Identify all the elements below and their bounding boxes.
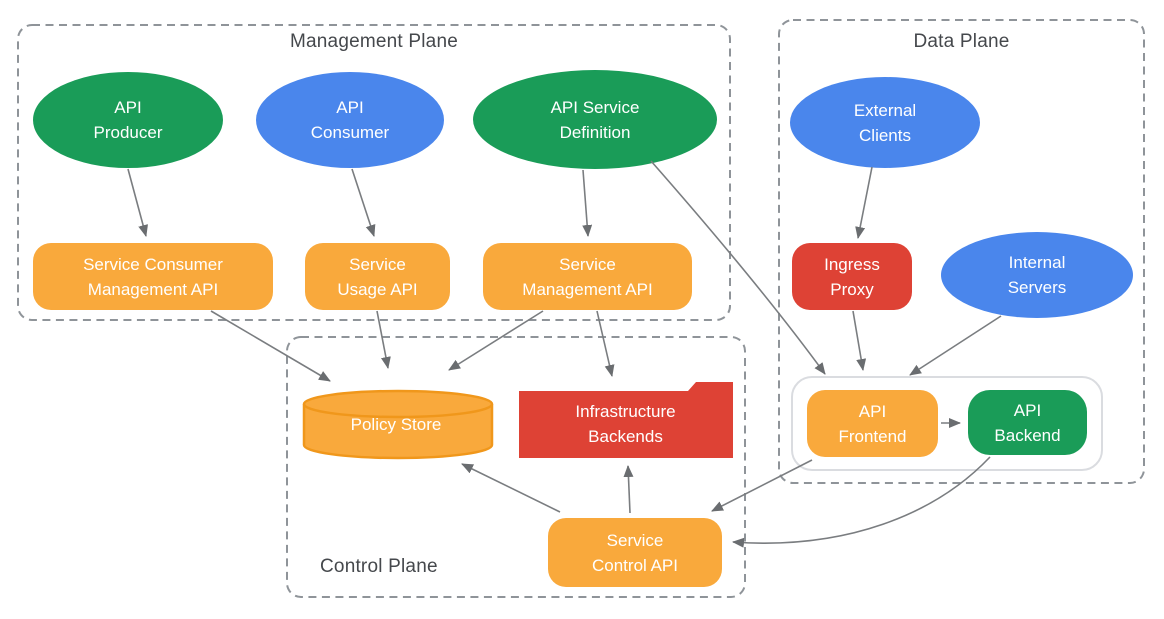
infrastructure-backends-label: Infrastructure Backends [575, 402, 676, 446]
external-clients-node: External Clients [790, 77, 980, 168]
api-frontend-node: API Frontend [807, 390, 938, 457]
edge-asd-to-service-management-api [582, 169, 593, 237]
edge-service-management-api-to-infrastructure-backends [596, 310, 615, 377]
control-plane-title: Control Plane [320, 556, 438, 577]
edge-ingress-proxy-to-api-frontend [852, 310, 867, 371]
ingress-proxy-node: Ingress Proxy [792, 243, 912, 310]
api-producer-node: API Producer [33, 72, 223, 168]
api-frontend-label: API Frontend [838, 401, 907, 446]
edge-api-frontend-to-service-control-api [711, 459, 813, 512]
edge-service-management-api-to-policy-store [448, 310, 544, 371]
edge-api-consumer-to-service-usage-api [351, 168, 376, 237]
service-consumer-management-api-node: Service Consumer Management API [33, 243, 273, 310]
service-control-api-node: Service Control API [548, 518, 722, 587]
internal-servers-label: Internal Servers [1007, 253, 1067, 297]
api-producer-label: API Producer [93, 98, 163, 142]
policy-store-label: Policy Store [350, 414, 442, 434]
service-usage-api-node: Service Usage API [305, 243, 450, 310]
edge-service-usage-api-to-policy-store [376, 310, 391, 369]
external-clients-label: External Clients [853, 100, 917, 145]
api-consumer-node: API Consumer [256, 72, 444, 168]
edge-internal-servers-to-api-frontend [909, 315, 1002, 376]
service-usage-api-label: Service Usage API [337, 254, 418, 299]
internal-servers-node: Internal Servers [941, 232, 1133, 318]
ingress-proxy-label: Ingress Proxy [824, 254, 880, 299]
service-management-api-label: Service Management API [522, 254, 653, 299]
edge-external-clients-to-ingress-proxy [855, 166, 873, 239]
api-backend-node: API Backend [968, 390, 1087, 455]
edge-scm-api-to-policy-store [210, 310, 331, 382]
data-plane-title: Data Plane [913, 31, 1010, 52]
edge-service-control-api-to-infrastructure-backends [623, 465, 634, 514]
api-consumer-label: API Consumer [310, 98, 390, 142]
api-service-definition-node: API Service Definition [473, 70, 717, 169]
api-backend-label: API Backend [994, 400, 1061, 445]
management-plane-title: Management Plane [290, 31, 458, 52]
service-control-api-label: Service Control API [592, 530, 678, 575]
service-management-api-node: Service Management API [483, 243, 692, 310]
service-consumer-management-api-label: Service Consumer Management API [83, 254, 223, 299]
edge-service-control-api-to-policy-store [461, 463, 561, 513]
edge-api-producer-to-scm-api [127, 168, 148, 237]
edge-api-backend-to-service-control-api [732, 456, 991, 548]
api-service-definition-label: API Service Definition [550, 97, 640, 142]
